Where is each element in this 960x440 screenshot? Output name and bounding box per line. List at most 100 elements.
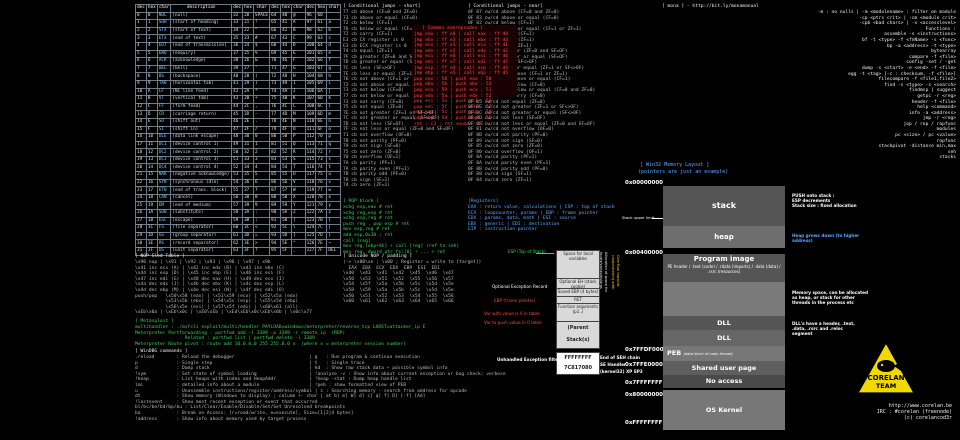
jump-near-line: 0F 84 cw/cd zero (ZF=1) <box>468 177 532 183</box>
jump-short-line: 73 cb above or equal (CF=0) <box>343 15 418 21</box>
ascii-cell: (acknowledge) <box>170 57 233 66</box>
ascii-cell: 53 <box>280 155 293 165</box>
jump-short-line: 73 cb not below (CF=0) <box>343 88 404 94</box>
ascii-cell: I <box>291 79 306 89</box>
ascii-cell: ` <box>326 11 341 21</box>
ascii-cell: 5E <box>280 239 293 248</box>
ascii-cell: 25 <box>135 201 147 211</box>
logo-irc: IRC : #corelan (freenode) <box>876 409 952 415</box>
ascii-cell: > <box>253 239 271 248</box>
ascii-cell: 58 <box>280 193 293 203</box>
ascii-cell: J <box>291 87 306 97</box>
ascii-cell: 69 <box>315 79 328 89</box>
ascii-cell: 2A <box>242 87 255 97</box>
logo-url[interactable]: http://www.corelan.be <box>888 403 952 409</box>
ascii-cell: 48 <box>231 133 244 142</box>
ascii-cell: 70 <box>315 133 328 142</box>
ascii-cell: 64 <box>315 41 328 51</box>
ascii-cell: 70 <box>269 57 282 66</box>
nop-line: push/pop \x50\x58 (eax) | \x51\x59 (ecx)… <box>135 293 299 299</box>
ascii-cell: (file separator) <box>170 224 233 233</box>
rop-block-title: [ ROP block ] <box>343 199 379 204</box>
ascii-cell: 4B <box>280 95 293 104</box>
ascii-cell: \ <box>291 224 306 233</box>
jump-near-line: 0F 87 cw/cd above (CF=0 and ZF=0) <box>468 10 560 15</box>
windbg-line: .reload : Reload the debugger | g : Run … <box>135 355 420 360</box>
ascii-cell: ) <box>253 79 271 89</box>
ascii-cell: 2B <box>242 95 255 104</box>
ascii-cell: ACK <box>156 57 172 66</box>
ascii-cell: 15 <box>145 171 158 180</box>
ascii-cell: a <box>326 19 341 28</box>
frame-parent-stack: (Parent Stack(s) <box>556 321 600 349</box>
addr-end: 0xFFFFFFFF <box>625 420 663 426</box>
jump-short-line: 71 cb not overflow (OF=0) <box>343 133 413 139</box>
ascii-cell: E <box>145 117 158 127</box>
opcode-line: pop eax : 58 | push eax : 50 <box>414 76 492 82</box>
windbg-line: bl/bc/be/bd/bp/bu : List/Clear/Enable/Di… <box>135 405 346 411</box>
ascii-cell: 30 <box>242 133 255 142</box>
ascii-cell: v <box>326 178 341 188</box>
ascii-cell: ^ <box>291 239 306 248</box>
ascii-cell: 90 <box>269 209 282 218</box>
ascii-cell: 95 <box>269 247 282 256</box>
opcode-line: jmp esi : ff e6 | call esi : ff d6 <box>414 54 509 60</box>
ascii-cell: 40 <box>231 72 244 81</box>
unicode-nop-line: \x40 \x43 \x41 \x42 \x45 \x46 \x47 <box>343 271 454 277</box>
corelan-logo <box>857 342 915 394</box>
ascii-cell: 30 <box>135 239 147 248</box>
ascii-cell: X <box>291 193 306 203</box>
ascii-cell: q <box>326 140 341 150</box>
ascii-cell: 6C <box>315 102 328 112</box>
ascii-cell: 71 <box>315 140 328 150</box>
jump-short-line: 7A cb parity (PF=1) <box>343 161 396 167</box>
ascii-cell: 29 <box>242 79 255 89</box>
ascii-cell: (vertical tab) <box>170 95 233 104</box>
ascii-cell: 57 <box>231 201 244 211</box>
ascii-cell: 78 <box>269 117 282 127</box>
jumps-short-list: 77 cb above (CF=0 and ZF=0)73 cb above o… <box>343 10 454 189</box>
ascii-cell: 5B <box>280 216 293 226</box>
jump-short-line: 74 cb equal (ZF=1) <box>343 49 393 55</box>
ascii-cell: 99 <box>304 34 317 43</box>
jump-short-line: 7F cb not less or equal (ZF=0 and SF=OF) <box>343 127 454 133</box>
ascii-cell: 59 <box>231 216 244 226</box>
ascii-cell: 3 <box>135 34 147 43</box>
ascii-cell: DEL <box>326 247 341 256</box>
unicode-nop-line: (-> \x00\xn ; \x00 ; Register = write to… <box>343 260 482 265</box>
mona-line: Functions : <box>925 26 956 32</box>
opcode-line: pop ebp : 5d | push ebp : 55 <box>414 115 492 121</box>
nop-line: \x4d dec ebp (M) | \x4e dec esi (N) | \x… <box>135 287 285 293</box>
unicode-nop-line: \x50 \x51 \x52 \x53 \x54 \x55 \x56 <box>343 293 454 299</box>
metasploit-line: Meterpreter Portforwarding : portfwd add… <box>135 330 346 336</box>
nop-line: \x47 inc edi (G) | \x48 dec eax (H) | \x… <box>135 276 285 282</box>
ascii-cell: 104 <box>304 72 317 81</box>
ascii-cell: 8 <box>135 72 147 81</box>
ascii-cell: d <box>326 41 341 51</box>
ascii-cell: , <box>253 102 271 112</box>
jumps-short-title: [ Conditional jumps - short] <box>343 4 421 9</box>
ascii-cell: 6F <box>315 125 328 135</box>
ascii-cell: 5A <box>280 209 293 218</box>
jump-near-line: 0F 8E cw/cd not greater (ZF=1 or SF<>OF) <box>468 105 579 111</box>
ascii-cell: 9 <box>135 79 147 89</box>
mem-shared-page: Shared user page <box>663 361 785 375</box>
windbg-line: ba : Break on Access: [r=read/write, e=e… <box>135 410 354 416</box>
ascii-cell: P <box>291 133 306 142</box>
ascii-cell: M <box>291 110 306 119</box>
jumps-near-list: 0F 87 cw/cd above (CF=0 and ZF=0)0F 83 c… <box>468 10 595 183</box>
mona-line: findmsp | suggest <box>908 88 956 94</box>
windbg-line: !address : Show info about memory used b… <box>135 416 307 422</box>
ascii-cell: 2E <box>242 117 255 127</box>
ascii-cell: 46 <box>231 117 244 127</box>
heap-grows-note: Heap grows down (to higher address) <box>792 233 860 244</box>
ascii-cell: 4D <box>280 110 293 119</box>
ascii-cell: j <box>326 87 341 97</box>
ascii-cell: 14 <box>145 163 158 173</box>
frame-locals: Space for local variables <box>556 250 600 280</box>
jump-short-line: E3 cb CX register is 0 <box>343 37 404 43</box>
